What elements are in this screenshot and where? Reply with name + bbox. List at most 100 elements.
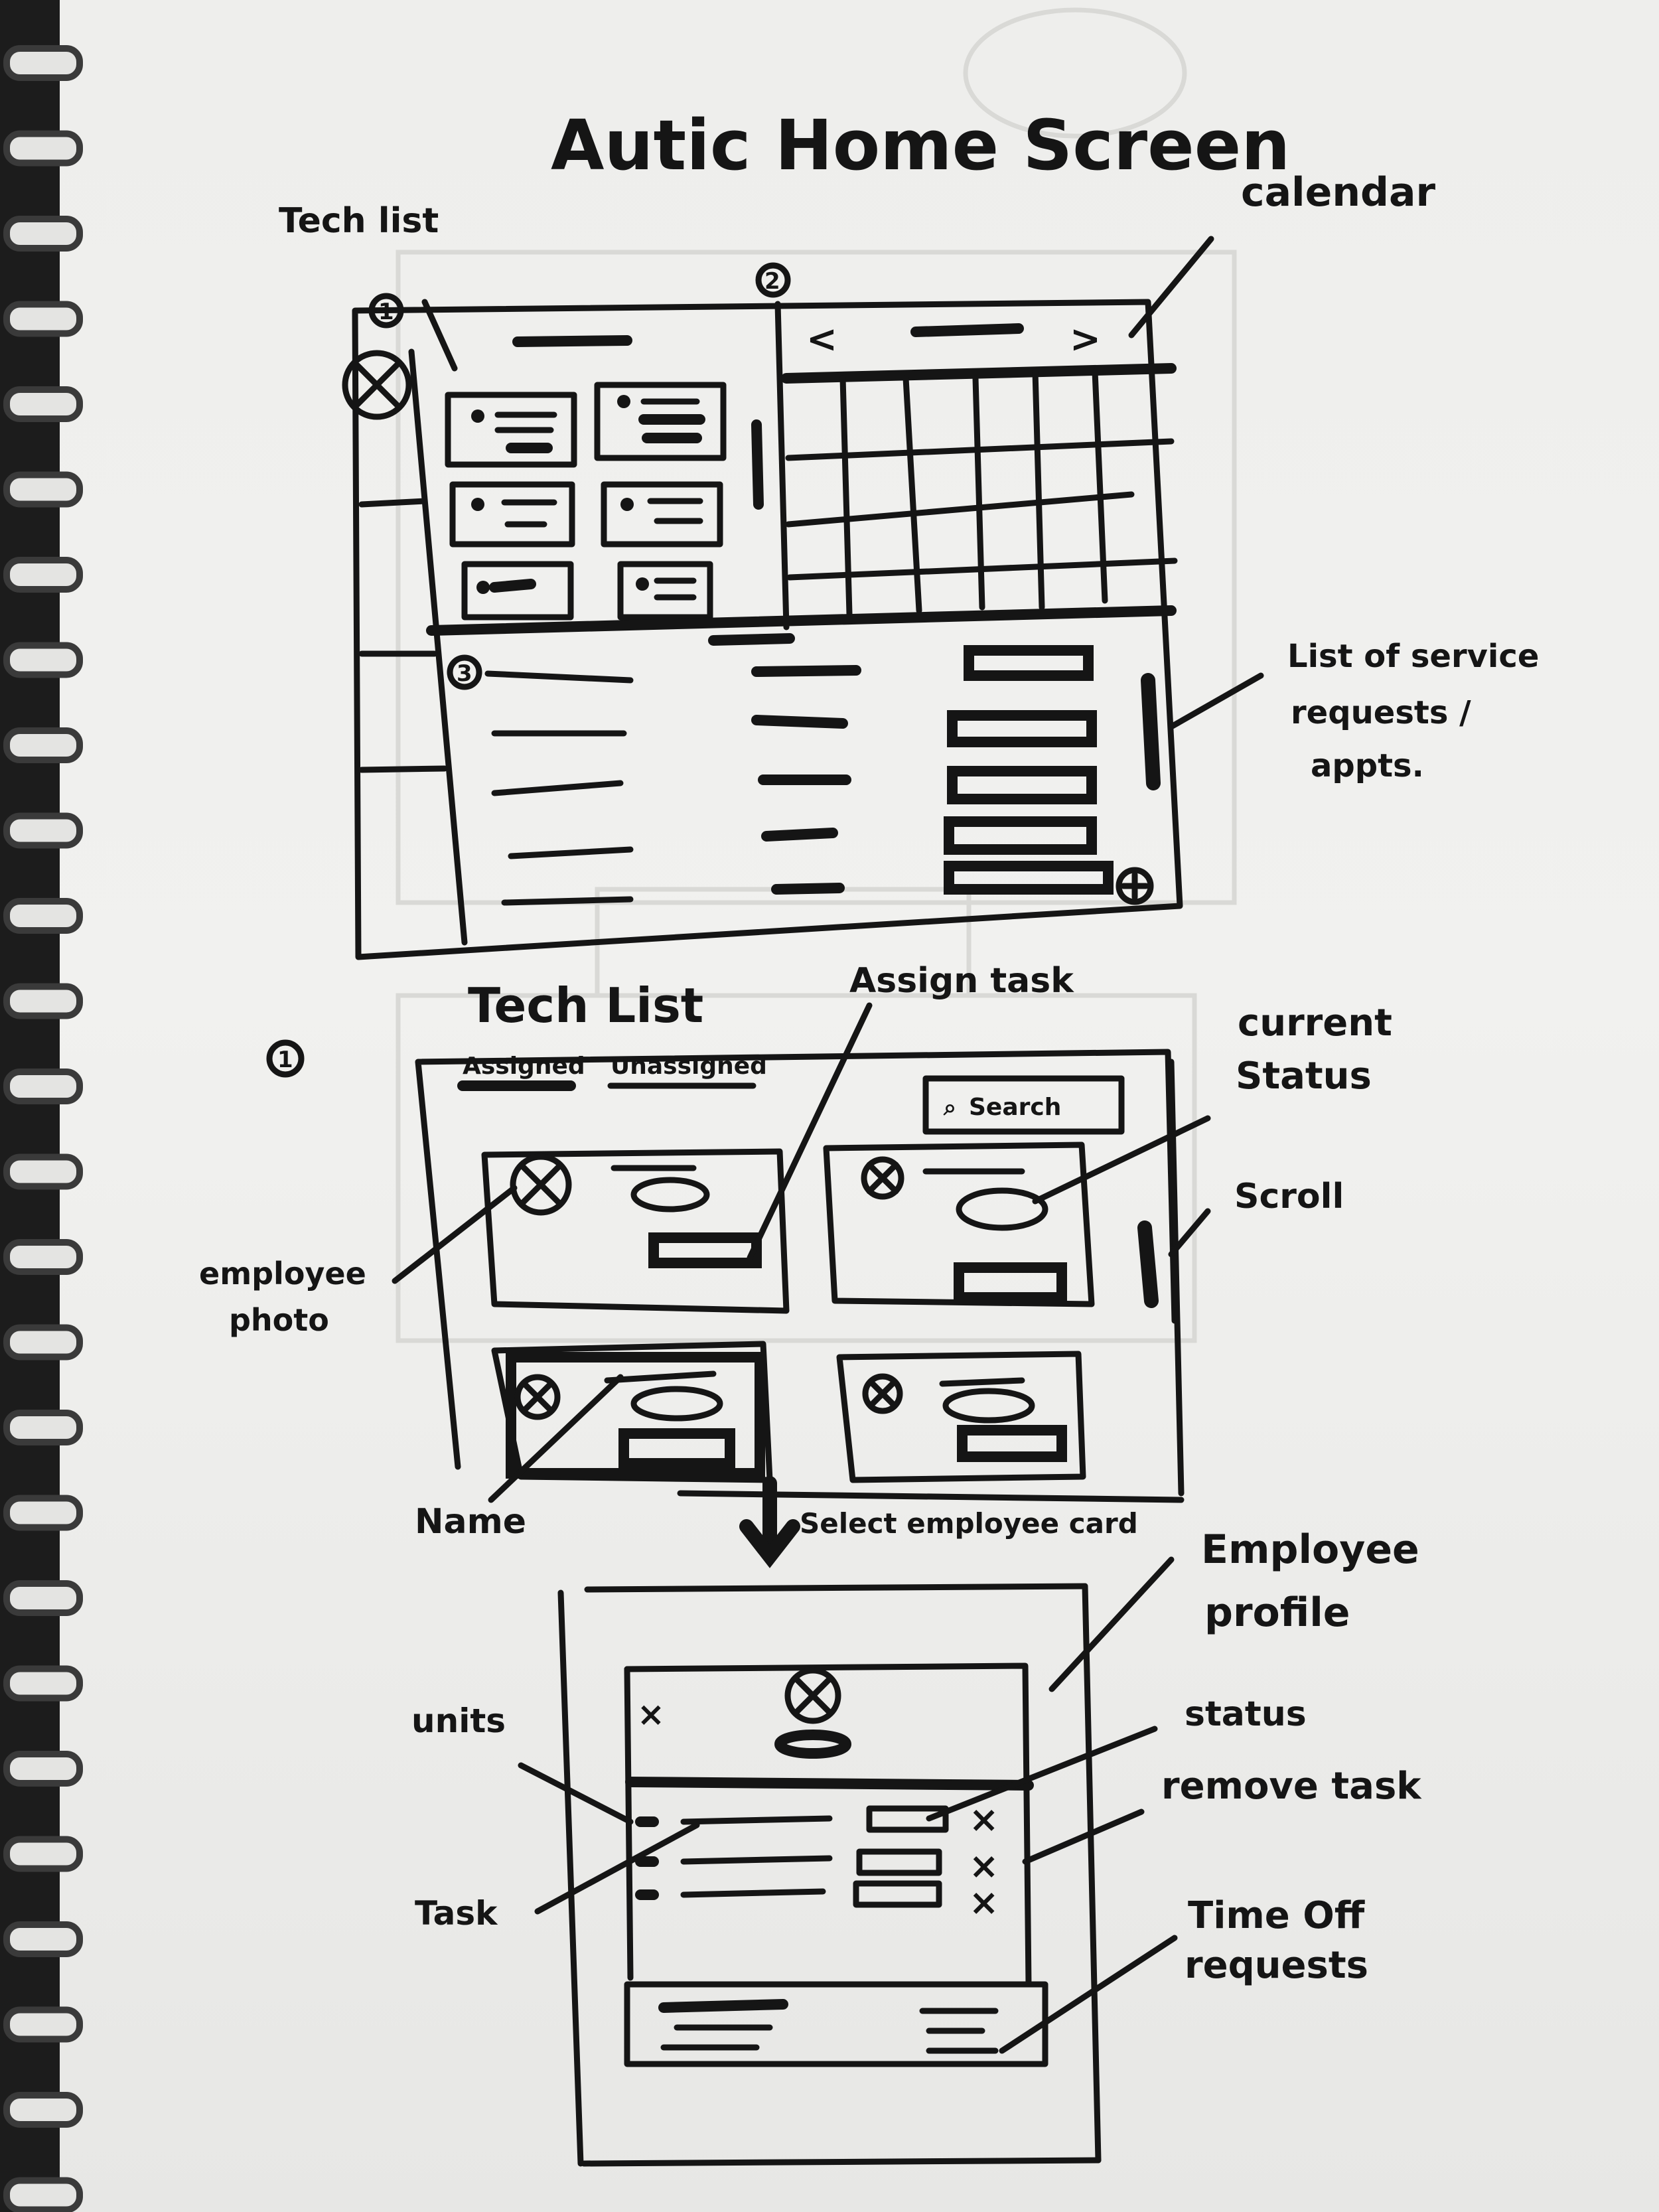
marker-1-icon (368, 293, 404, 329)
spiral-ring (3, 1069, 83, 1104)
time-off-requests-panel (624, 1981, 1048, 2067)
status-pill (630, 1386, 723, 1422)
label-name: Name (415, 1502, 526, 1542)
tab-unassigned-label: Unassigned (611, 1053, 767, 1080)
status-pill (630, 1177, 710, 1213)
employee-photo-icon (510, 1153, 572, 1216)
spiral-ring (3, 471, 83, 508)
marker-2: 2 (764, 268, 780, 295)
request-row (484, 645, 1094, 684)
label-assign-task: Assign task (849, 961, 1074, 1001)
label-time-off-line: requests (1185, 1944, 1368, 1987)
page-title: Autic Home Screen (551, 105, 1290, 186)
label-employee-profile: Employee profile (1201, 1526, 1419, 1636)
task-name (680, 1815, 833, 1825)
spiral-ring (3, 1836, 83, 1872)
task-status (866, 1805, 949, 1833)
tech-card (594, 382, 727, 461)
request-row (491, 766, 1097, 804)
spiral-ring (3, 1580, 83, 1616)
search-icon: ⌕ (943, 1094, 956, 1121)
spiral-ring (3, 983, 83, 1019)
assign-task-button[interactable] (648, 1232, 762, 1268)
home-screen-wireframe: 1 2 < > (342, 262, 1183, 960)
spiral-ring (3, 1324, 83, 1361)
task-name (680, 1855, 833, 1865)
employee-card[interactable] (836, 1351, 1086, 1483)
tech-panel-scroll (751, 419, 764, 510)
tech-list-heading: Tech List (468, 978, 703, 1033)
add-request-icon[interactable] (1116, 867, 1154, 905)
assign-task-button[interactable] (618, 1428, 735, 1469)
employee-name (604, 1370, 717, 1384)
employee-name (939, 1377, 1025, 1387)
request-row (501, 861, 1114, 906)
spiral-ring (3, 2177, 83, 2212)
marker-2-icon (755, 262, 791, 298)
search-input[interactable]: ⌕ Search (922, 1075, 1125, 1135)
spiral-ring (3, 1153, 83, 1190)
task-status (853, 1880, 942, 1908)
label-task: Task (415, 1894, 498, 1933)
spiral-binding (3, 45, 83, 2212)
tech-card (601, 481, 723, 548)
tab-assigned-label: Assigned (463, 1053, 585, 1080)
employee-card[interactable] (491, 1341, 773, 1483)
label-units: units (411, 1702, 506, 1740)
task-row: × (635, 1799, 999, 1840)
tech-list-marker: 1 (277, 1047, 293, 1073)
calendar-prev-icon[interactable]: < (806, 318, 837, 361)
nav-column-divider (408, 348, 468, 946)
calendar-next-icon[interactable]: > (1070, 318, 1101, 361)
label-service-requests-line: List of service (1287, 638, 1539, 675)
assign-task-button[interactable] (954, 1262, 1067, 1303)
tech-list-wireframe: Assigned Unassigned ⌕ Search (415, 1049, 1185, 1503)
close-icon[interactable]: × (637, 1695, 665, 1733)
nav-avatar-icon (342, 350, 412, 420)
label-scroll: Scroll (1234, 1177, 1344, 1217)
tech-list-scroll (1137, 1220, 1159, 1308)
tab-unassigned[interactable]: Unassigned (607, 1053, 767, 1089)
label-employee-photo-line: employee (199, 1256, 366, 1291)
employee-photo-icon (514, 1374, 561, 1420)
spiral-ring (3, 1239, 83, 1275)
search-placeholder: Search (969, 1094, 1061, 1121)
marker-1: 1 (378, 299, 394, 325)
remove-task-icon[interactable]: × (969, 1845, 999, 1887)
spiral-ring (3, 557, 83, 593)
marker-3: 3 (457, 660, 472, 687)
task-name (680, 1888, 826, 1898)
marker-1-icon (266, 1039, 305, 1078)
label-current-status-line: Status (1236, 1055, 1372, 1098)
task-row: × (635, 1880, 999, 1923)
sketchbook-page (60, 0, 1659, 2212)
home-frame (352, 299, 1183, 960)
label-current-status-line: current (1238, 1001, 1392, 1045)
tech-card (461, 561, 574, 621)
label-employee-profile-line: Employee (1201, 1526, 1419, 1573)
employee-card[interactable] (823, 1142, 1095, 1307)
remove-task-icon[interactable]: × (969, 1799, 999, 1840)
label-tech-list: Tech list (279, 201, 439, 241)
employee-card[interactable] (481, 1148, 790, 1314)
assign-task-button[interactable] (957, 1425, 1067, 1462)
request-list-scroll (1141, 673, 1161, 790)
employee-photo-icon (862, 1373, 903, 1414)
request-row (508, 816, 1097, 859)
status-pill (956, 1187, 1048, 1231)
tab-assigned[interactable]: Assigned (457, 1053, 585, 1091)
label-remove-task: remove task (1161, 1765, 1422, 1808)
spiral-ring (3, 2006, 83, 2043)
marker-3-icon (447, 654, 482, 690)
spiral-ring (3, 642, 83, 678)
calendar-panel: < > (781, 318, 1178, 617)
employee-photo-icon (861, 1156, 904, 1200)
spiral-ring (3, 2092, 83, 2128)
status-pill (942, 1388, 1035, 1424)
label-employee-photo-line: photo (229, 1302, 329, 1338)
tech-card (449, 481, 575, 548)
remove-task-icon[interactable]: × (969, 1881, 999, 1923)
label-employee-profile-line: profile (1204, 1589, 1350, 1636)
spiral-ring (3, 216, 83, 252)
label-calendar: calendar (1241, 169, 1435, 216)
